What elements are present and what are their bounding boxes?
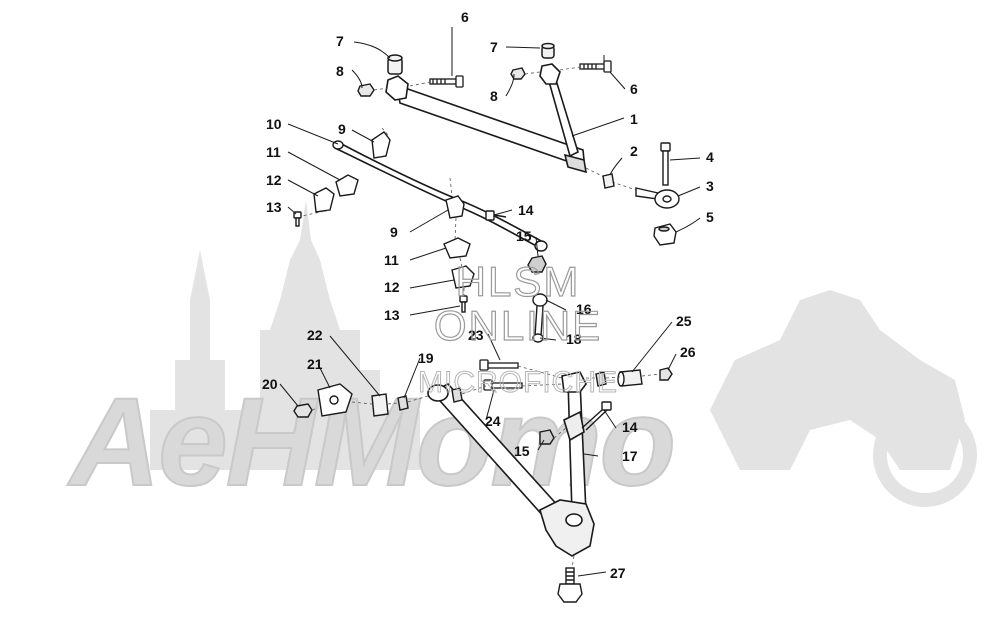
callout-17: 17 xyxy=(622,448,638,464)
callout-7-left: 7 xyxy=(336,33,344,49)
callout-8-left: 8 xyxy=(336,63,344,79)
sleeve-2 xyxy=(602,173,615,189)
lower-a-arm xyxy=(427,371,595,557)
callout-1: 1 xyxy=(630,111,638,127)
callout-26: 26 xyxy=(680,344,696,360)
washer-left xyxy=(595,371,607,387)
callout-20: 20 xyxy=(262,376,278,392)
callout-8-right: 8 xyxy=(490,88,498,104)
callout-13-center: 13 xyxy=(384,307,400,323)
callout-9-left: 9 xyxy=(338,121,346,137)
bolt-4 xyxy=(660,142,671,186)
watermark-line3: MICROFICHE xyxy=(418,366,618,399)
bolt-14-upper xyxy=(485,210,507,221)
alignment-lines-bar xyxy=(301,127,465,296)
callouts: 6 7 8 7 8 6 1 2 4 3 5 10 9 11 12 13 9 11… xyxy=(262,9,714,581)
nut-8-front xyxy=(357,83,375,97)
bushing-7-front xyxy=(387,54,403,75)
bolt-23 xyxy=(479,359,519,371)
bolt-6-rear xyxy=(579,60,612,73)
link-16 xyxy=(532,293,548,343)
callout-10: 10 xyxy=(266,116,282,132)
bushing-11-front xyxy=(335,174,359,197)
washer-19b xyxy=(451,387,463,403)
callout-3: 3 xyxy=(706,178,714,194)
leader-lines xyxy=(279,27,701,577)
ball-joint-27 xyxy=(557,567,583,603)
callout-23: 23 xyxy=(468,327,484,343)
bracket-set-front xyxy=(293,131,391,227)
callout-9-center: 9 xyxy=(390,224,398,240)
callout-5: 5 xyxy=(706,209,714,225)
callout-11-left: 11 xyxy=(266,144,281,160)
callout-14-lower: 14 xyxy=(622,419,638,435)
washer-19a xyxy=(397,395,409,411)
bushing-7-rear xyxy=(541,42,555,59)
bolt-14-lower xyxy=(581,401,612,431)
clamp-12-front xyxy=(313,187,335,213)
nut-26 xyxy=(659,367,673,381)
callout-12-left: 12 xyxy=(266,172,282,188)
motorcycle-silhouette xyxy=(710,290,965,470)
callout-24: 24 xyxy=(485,413,501,429)
bolts-23-24 xyxy=(479,359,523,391)
callout-19: 19 xyxy=(418,350,434,366)
nut-15-upper xyxy=(527,255,547,273)
clamp-9-front xyxy=(371,131,391,159)
stabilizer-bar xyxy=(334,141,544,249)
bolt-13-front xyxy=(293,211,302,227)
bolt-13-center xyxy=(459,295,468,313)
boot-5 xyxy=(653,223,677,246)
callout-12-center: 12 xyxy=(384,279,400,295)
callout-22: 22 xyxy=(307,327,323,343)
tie-rod-end-3 xyxy=(635,187,680,209)
bracket-set-center xyxy=(443,195,475,313)
callout-15-lower: 15 xyxy=(514,443,530,459)
nut-8-rear xyxy=(510,67,526,80)
callout-13-left: 13 xyxy=(266,199,282,215)
motorcycle-wheel xyxy=(873,403,977,507)
callout-14-upper: 14 xyxy=(518,202,534,218)
watermark-line2: ONLINE xyxy=(434,302,602,349)
callout-2: 2 xyxy=(630,143,638,159)
alignment-lines-lower xyxy=(311,365,661,569)
link-assembly xyxy=(485,210,548,343)
callout-6-top: 6 xyxy=(461,9,469,25)
callout-25: 25 xyxy=(676,313,692,329)
nut-20 xyxy=(293,403,313,418)
bushing-22 xyxy=(371,393,389,417)
skyline-silhouette xyxy=(150,200,420,470)
watermark-line1: HLSM xyxy=(456,258,581,305)
bolt-6-front xyxy=(429,75,464,88)
callout-6-right: 6 xyxy=(630,81,638,97)
callout-4: 4 xyxy=(706,149,714,165)
callout-21: 21 xyxy=(307,356,323,372)
clamp-9-center xyxy=(445,195,465,219)
callout-16: 16 xyxy=(576,301,592,317)
bushing-11-center xyxy=(443,237,471,259)
bolt-24 xyxy=(483,379,523,391)
upper-a-arm xyxy=(385,63,587,174)
callout-7-right: 7 xyxy=(490,39,498,55)
lower-front-hardware xyxy=(293,383,463,418)
hlsm-watermark: HLSM ONLINE MICROFICHE xyxy=(418,257,618,399)
callout-27: 27 xyxy=(610,565,626,581)
callout-15-upper: 15 xyxy=(516,228,532,244)
callout-11-center: 11 xyxy=(384,252,399,268)
clamp-12-center xyxy=(451,265,475,289)
callout-18: 18 xyxy=(566,331,582,347)
